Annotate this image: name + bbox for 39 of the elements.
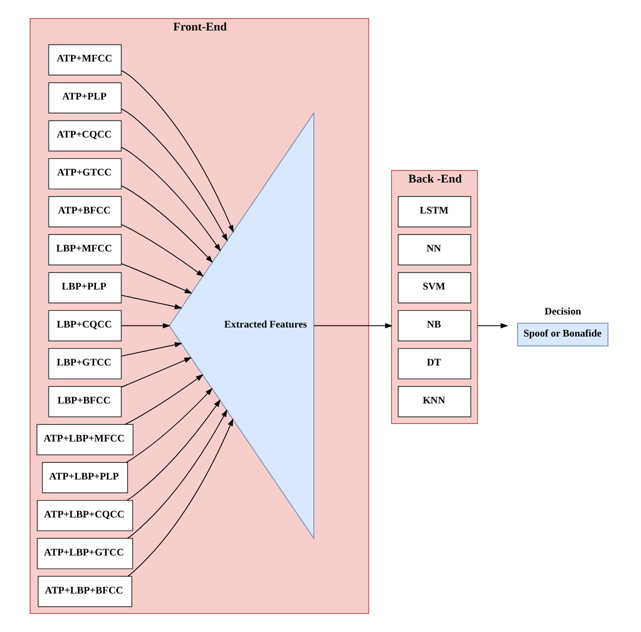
node-box: LBP+MFCC: [48, 234, 122, 266]
node-label: Decision: [544, 306, 582, 318]
node-box: ATP+MFCC: [48, 44, 122, 76]
arrow: [126, 388, 213, 463]
arrow: [127, 418, 234, 577]
arrow: [120, 323, 170, 328]
node-box: ATP+BFCC: [48, 196, 122, 228]
node-box: SVM: [398, 272, 472, 304]
arrow: [121, 263, 192, 294]
node-box: LBP+PLP: [48, 272, 122, 304]
arrow: [121, 186, 213, 263]
node-box: ATP+GTCC: [48, 158, 122, 190]
arrow: [120, 108, 228, 242]
arrow: [120, 146, 221, 252]
node-box: NN: [398, 234, 472, 266]
node-box: ATP+LBP+CQCC: [36, 500, 134, 532]
node-box: LBP+GTCC: [48, 348, 122, 380]
node-box: ATP+CQCC: [48, 120, 122, 152]
node-box: ATP+LBP+BFCC: [38, 576, 132, 608]
node-box: ATP+PLP: [48, 82, 122, 114]
arrow: [121, 357, 192, 388]
node-box: ATP+LBP+PLP: [42, 462, 128, 494]
node-box: LSTM: [398, 196, 472, 228]
arrow: [124, 374, 204, 425]
arrow: [121, 70, 234, 233]
arrow: [314, 323, 393, 328]
node-box: ATP+LBP+MFCC: [36, 424, 134, 456]
arrow: [477, 323, 508, 328]
node-box: ATP+LBP+GTCC: [36, 538, 134, 570]
node-box: NB: [398, 310, 472, 342]
arrow: [127, 409, 228, 539]
arrow: [126, 399, 221, 501]
node-box: KNN: [398, 386, 472, 418]
node-box: DT: [398, 348, 472, 380]
node-box: LBP+CQCC: [48, 310, 122, 342]
arrow: [120, 224, 204, 277]
arrow: [120, 294, 182, 310]
arrow: [120, 342, 182, 357]
node-box: LBP+BFCC: [48, 386, 122, 418]
